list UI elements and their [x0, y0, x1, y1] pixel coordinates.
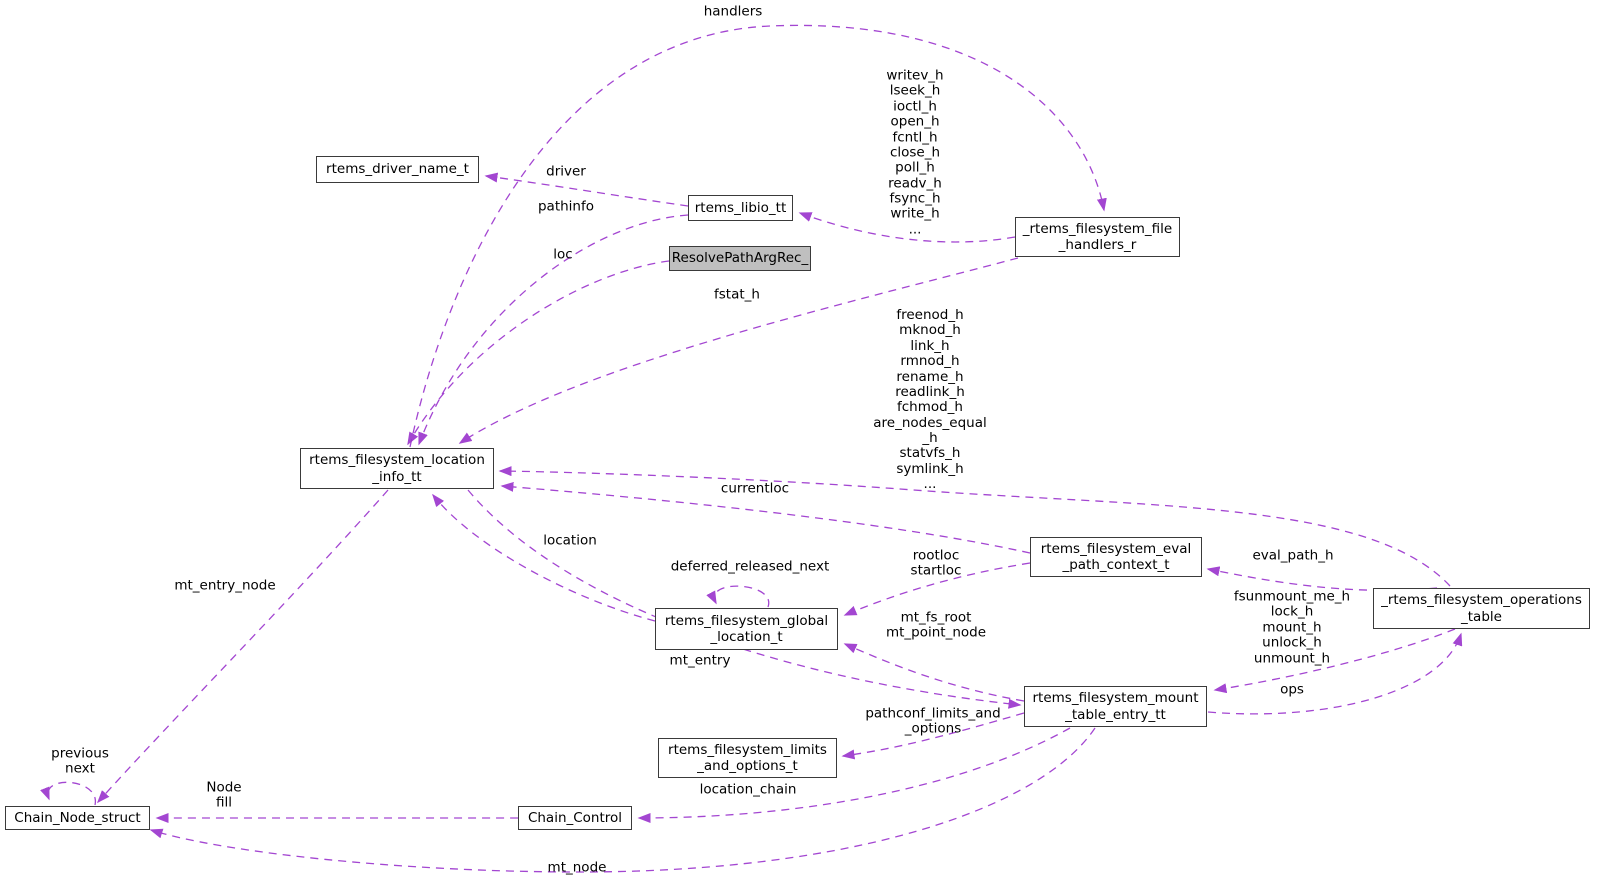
node-rtems-filesystem-location-info-tt[interactable]: rtems_filesystem_location _info_tt	[300, 448, 494, 489]
node-rtems-driver-name-t[interactable]: rtems_driver_name_t	[316, 156, 479, 183]
node-chain-control[interactable]: Chain_Control	[518, 806, 632, 830]
node-rtems-filesystem-file-handlers-r[interactable]: _rtems_filesystem_file _handlers_r	[1015, 217, 1180, 257]
edge-location-chain	[637, 727, 1071, 823]
edge-freenod	[498, 466, 1451, 587]
edge-fsunmount	[1213, 628, 1456, 694]
edge-fstat	[458, 257, 1019, 444]
edge-mtnode	[149, 727, 1096, 873]
edge-currentloc	[500, 481, 1031, 554]
edge-previous-next-self-loop	[40, 781, 96, 806]
edge-mtentry	[467, 489, 1022, 709]
node-chain-node-struct[interactable]: Chain_Node_struct	[5, 806, 150, 830]
edge-ops	[1207, 632, 1463, 715]
edge-writev-handlers-to-libio	[798, 212, 1016, 243]
node-rtems-filesystem-operations-table[interactable]: _rtems_filesystem_operations _table	[1373, 588, 1590, 629]
node-resolvepathargrec[interactable]: ResolvePathArgRec_	[669, 246, 811, 271]
node-rtems-libio-tt[interactable]: rtems_libio_tt	[688, 195, 793, 221]
node-rtems-filesystem-eval-path-context-t[interactable]: rtems_filesystem_eval _path_context_t	[1030, 537, 1202, 577]
edge-driver	[484, 172, 689, 207]
edge-deferred-self-loop	[706, 585, 770, 608]
node-rtems-filesystem-global-location-t[interactable]: rtems_filesystem_global _location_t	[655, 608, 838, 650]
edge-rootloc-startloc	[843, 562, 1031, 616]
edge-mtentrynode	[96, 489, 389, 804]
edge-handlers	[409, 24, 1107, 448]
node-rtems-filesystem-limits-and-options-t[interactable]: rtems_filesystem_limits _and_options_t	[658, 738, 837, 778]
edge-loc	[407, 260, 670, 446]
edge-location	[432, 493, 656, 622]
edge-pathconf	[841, 712, 1025, 760]
node-rtems-filesystem-mount-table-entry-tt[interactable]: rtems_filesystem_mount _table_entry_tt	[1024, 686, 1207, 727]
edge-mtfs-mtpoint	[843, 643, 1025, 702]
edge-pathinfo	[418, 214, 689, 446]
